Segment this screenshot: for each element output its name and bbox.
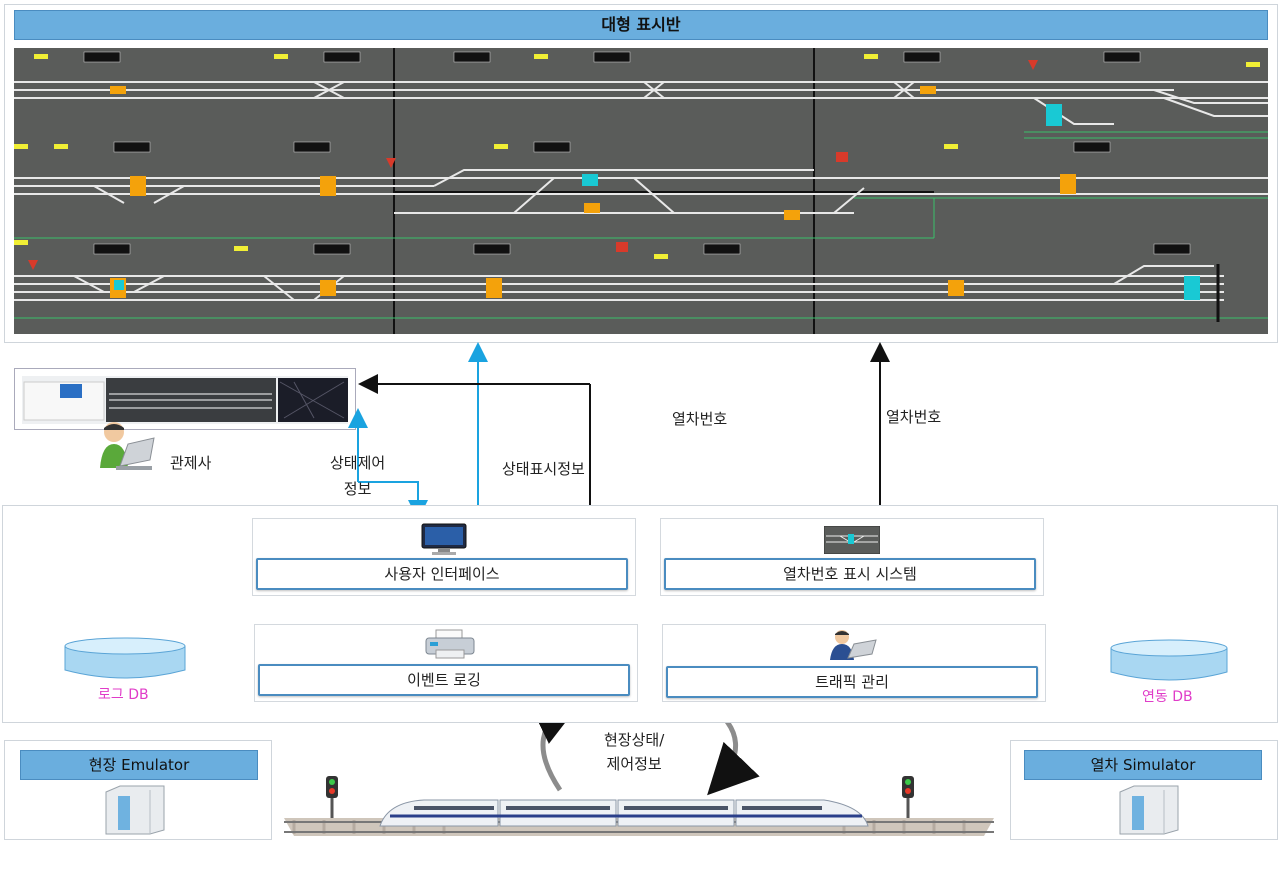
train-simulator-server-icon — [1118, 784, 1180, 836]
train-number-display-label-box: 열차번호 표시 시스템 — [664, 558, 1036, 590]
event-logging-label-box: 이벤트 로깅 — [258, 664, 630, 696]
track-display-thumbnail-icon — [824, 526, 880, 554]
traffic-management-label-box: 트래픽 관리 — [666, 666, 1038, 698]
manager-person-icon — [826, 628, 878, 662]
traffic-management-label: 트래픽 관리 — [815, 673, 889, 691]
status-display-info-label: 상태표시정보 — [502, 458, 585, 479]
user-interface-label-box: 사용자 인터페이스 — [256, 558, 628, 590]
status-control-info-label: 상태제어 정보 — [330, 450, 385, 502]
field-emulator-server-icon — [104, 784, 166, 836]
event-logging-label: 이벤트 로깅 — [407, 671, 481, 689]
field-emulator-label: 현장 Emulator — [89, 756, 190, 774]
train-number-label-right: 열차번호 — [886, 406, 941, 427]
printer-icon — [422, 628, 478, 660]
field-emulator-title-bar: 현장 Emulator — [20, 750, 258, 780]
train-simulator-label: 열차 Simulator — [1091, 756, 1196, 774]
system-frame — [2, 505, 1278, 723]
railway-track-illustration — [284, 772, 994, 840]
link-db-label: 연동 DB — [1142, 686, 1193, 706]
log-db-cylinder-icon — [62, 636, 188, 682]
link-db-cylinder-icon — [1108, 638, 1230, 684]
train-simulator-title-bar: 열차 Simulator — [1024, 750, 1262, 780]
train-number-label-left: 열차번호 — [672, 408, 727, 429]
log-db-label: 로그 DB — [98, 684, 149, 704]
train-number-display-label: 열차번호 표시 시스템 — [783, 565, 917, 583]
user-interface-label: 사용자 인터페이스 — [384, 565, 499, 583]
monitor-icon — [420, 522, 468, 556]
field-status-info-label: 현장상태/ 제어정보 — [604, 728, 664, 776]
